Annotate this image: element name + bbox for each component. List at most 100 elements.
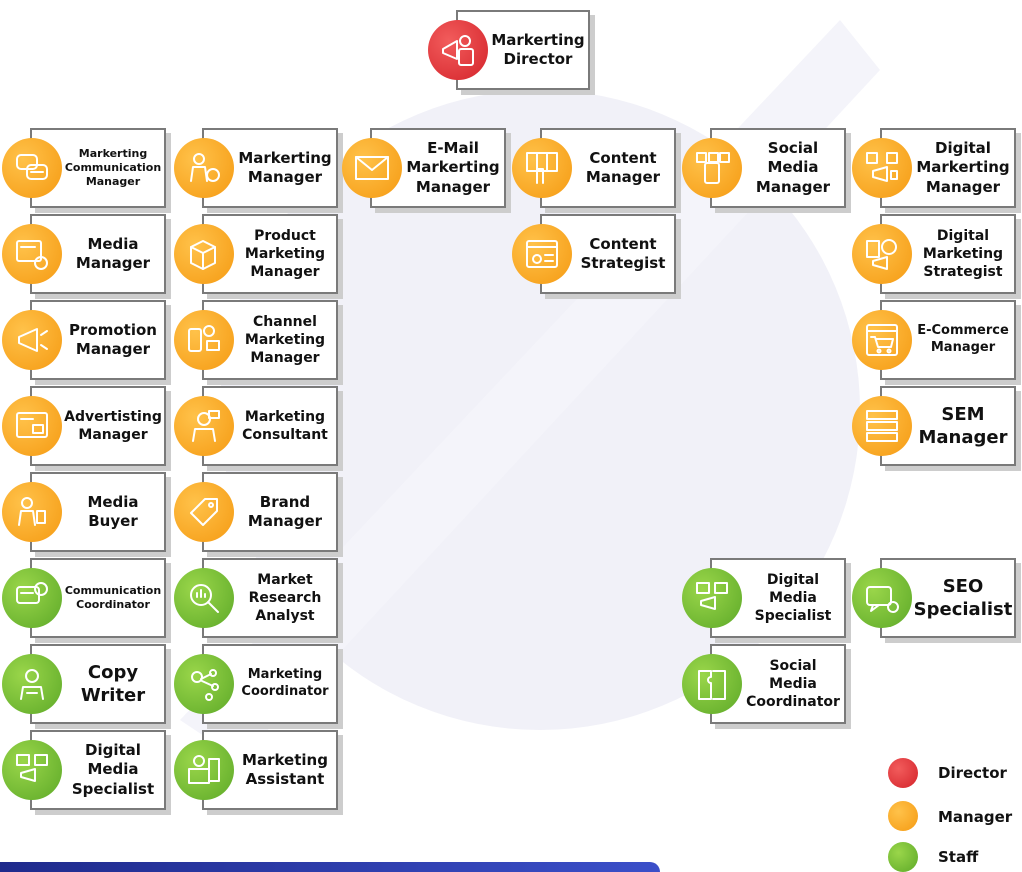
card-label: Social Media Coordinator	[746, 657, 840, 711]
manager-badge	[174, 310, 234, 370]
role-card-col2-5: Market Research Analyst	[202, 558, 338, 638]
card-label: Digital Markerting Manager	[916, 138, 1010, 196]
content-hand-icon	[526, 152, 558, 184]
role-card-col2-0: Markerting Manager	[202, 128, 338, 208]
role-card-col6-3: SEM Manager	[880, 386, 1016, 466]
product-box-icon	[190, 240, 216, 270]
envelope-icon	[355, 156, 389, 180]
role-card-col6-0: Digital Markerting Manager	[880, 128, 1016, 208]
card-label: SEM Manager	[918, 403, 1008, 448]
manager-badge	[512, 138, 572, 198]
card-label: SEO Specialist	[913, 575, 1013, 620]
cart-icon	[866, 324, 898, 356]
staff-badge	[2, 568, 62, 628]
background-swoosh	[180, 20, 880, 760]
manager-badge	[174, 138, 234, 198]
legend-dot-director	[888, 758, 918, 788]
social-phone-icon	[696, 152, 730, 184]
footer-bar	[0, 862, 660, 872]
legend-label-manager: Manager	[938, 808, 1013, 826]
card-label: Brand Manager	[247, 492, 323, 531]
manager-gear-icon	[190, 153, 220, 182]
manager-badge	[2, 310, 62, 370]
staff-badge	[174, 654, 234, 714]
card-label: E-Mail Markerting Manager	[406, 138, 500, 196]
content-strategy-icon	[526, 240, 558, 268]
consultant-icon	[192, 410, 220, 442]
card-label: Marketing Consultant	[242, 408, 328, 443]
manager-badge	[852, 310, 912, 370]
director-badge	[428, 20, 488, 80]
sem-icon	[866, 410, 898, 442]
legend-label-staff: Staff	[938, 848, 979, 866]
digital-media-icon	[16, 754, 48, 782]
puzzle-hands-icon	[698, 670, 726, 700]
assistant-icon	[188, 755, 220, 784]
digital-marketing-icon	[866, 152, 898, 182]
manager-badge	[2, 482, 62, 542]
staff-badge	[682, 654, 742, 714]
staff-badge	[2, 654, 62, 714]
role-card-col5-0: Social Media Manager	[710, 128, 846, 208]
card-label: Markerting Director	[491, 30, 585, 69]
buyer-icon	[18, 497, 46, 526]
card-label: Marketing Coordinator	[241, 667, 329, 699]
staff-badge	[852, 568, 912, 628]
card-label: Markerting Manager	[238, 148, 332, 187]
card-label: Media Manager	[75, 234, 151, 273]
legend-dot-manager	[888, 801, 918, 831]
coordinator-icon	[191, 669, 219, 701]
card-label: Digital Media Specialist	[754, 571, 832, 625]
staff-badge	[174, 740, 234, 800]
card-label: Promotion Manager	[69, 320, 157, 359]
role-card-col4-0: Content Manager	[540, 128, 676, 208]
chat-gear-icon	[16, 582, 48, 604]
manager-badge	[512, 224, 572, 284]
card-label: Markerting Communication Manager	[64, 146, 162, 189]
manager-badge	[174, 224, 234, 284]
card-label: Content Manager	[585, 148, 661, 187]
manager-badge	[2, 138, 62, 198]
card-label: E-Commerce Manager	[917, 323, 1009, 355]
card-label: Marketing Assistant	[242, 750, 328, 789]
channel-icon	[188, 325, 220, 352]
digital-strategy-icon	[866, 239, 897, 270]
manager-badge	[682, 138, 742, 198]
card-label: Content Strategist	[580, 234, 666, 273]
card-label: Product Marketing Manager	[244, 227, 326, 281]
role-card-col1-5: Communication Coordinator	[30, 558, 166, 638]
chat-bubbles-icon	[16, 154, 48, 180]
media-gear-icon	[16, 240, 48, 270]
manager-badge	[174, 482, 234, 542]
brand-tag-icon	[190, 498, 218, 526]
legend-dot-staff	[888, 842, 918, 872]
manager-badge	[342, 138, 402, 198]
card-label: Media Buyer	[87, 492, 139, 531]
role-card-col2-1: Product Marketing Manager	[202, 214, 338, 294]
megaphone-icon	[18, 328, 48, 352]
seo-icon	[866, 586, 899, 613]
manager-badge	[2, 396, 62, 456]
staff-badge	[2, 740, 62, 800]
writer-icon	[20, 669, 44, 700]
staff-badge	[174, 568, 234, 628]
card-label: Digital Media Specialist	[71, 740, 155, 798]
research-icon	[190, 584, 219, 613]
manager-badge	[2, 224, 62, 284]
digital-media-icon	[696, 582, 728, 610]
director-icon	[442, 35, 474, 66]
card-label: Social Media Manager	[755, 138, 831, 196]
card-label: Copy Writer	[80, 661, 146, 706]
card-label: Channel Marketing Manager	[244, 313, 326, 367]
card-label: Advertisting Manager	[64, 408, 162, 443]
ad-screen-icon	[16, 412, 48, 438]
manager-badge	[852, 138, 912, 198]
role-card-col2-2: Channel Marketing Manager	[202, 300, 338, 380]
card-label: Digital Marketing Strategist	[922, 227, 1004, 281]
manager-badge	[852, 396, 912, 456]
manager-badge	[174, 396, 234, 456]
staff-badge	[682, 568, 742, 628]
card-label: Market Research Analyst	[248, 571, 322, 625]
card-label: Communication Coordinator	[64, 583, 162, 611]
legend-label-director: Director	[938, 764, 1007, 782]
